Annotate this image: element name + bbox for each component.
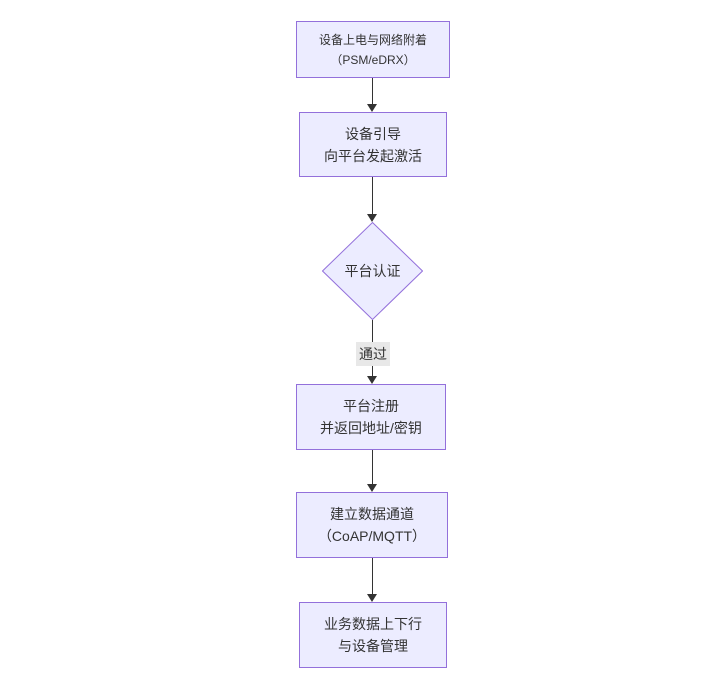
decision-platform-auth: 平台认证 bbox=[322, 222, 423, 320]
node-text-line: 设备上电与网络附着 bbox=[318, 32, 427, 47]
arrow-down-icon bbox=[367, 104, 377, 112]
node-data-channel: 建立数据通道 （CoAP/MQTT） bbox=[296, 492, 448, 558]
node-text-line: 设备引导 bbox=[345, 125, 401, 142]
edge-line bbox=[372, 78, 373, 105]
node-text-line: （PSM/eDRX） bbox=[330, 52, 416, 67]
node-text-line: 平台认证 bbox=[344, 263, 401, 279]
edge-line bbox=[372, 450, 373, 485]
node-text-line: 与设备管理 bbox=[338, 638, 408, 654]
arrow-down-icon bbox=[367, 484, 377, 492]
arrow-down-icon bbox=[367, 214, 377, 222]
node-platform-register: 平台注册 并返回地址/密钥 bbox=[296, 384, 446, 450]
node-text-line: （CoAP/MQTT） bbox=[317, 528, 427, 544]
arrow-down-icon bbox=[367, 376, 377, 384]
diamond-shape bbox=[322, 222, 423, 320]
node-text-line: 业务数据上下行 bbox=[324, 616, 422, 632]
arrow-down-icon bbox=[367, 594, 377, 602]
node-text-line: 平台注册 bbox=[343, 398, 399, 414]
node-text-line: 向平台发起激活 bbox=[324, 147, 422, 164]
node-text-line: 并返回地址/密钥 bbox=[320, 420, 422, 436]
edge-line bbox=[372, 558, 373, 595]
edge-label-pass: 通过 bbox=[356, 342, 390, 366]
node-device-bootstrap: 设备引导 向平台发起激活 bbox=[299, 112, 447, 177]
node-business-data-mgmt: 业务数据上下行 与设备管理 bbox=[299, 602, 447, 668]
node-text-line: 建立数据通道 bbox=[330, 506, 414, 522]
edge-line bbox=[372, 177, 373, 215]
node-power-network-attach: 设备上电与网络附着 （PSM/eDRX） bbox=[296, 21, 450, 78]
